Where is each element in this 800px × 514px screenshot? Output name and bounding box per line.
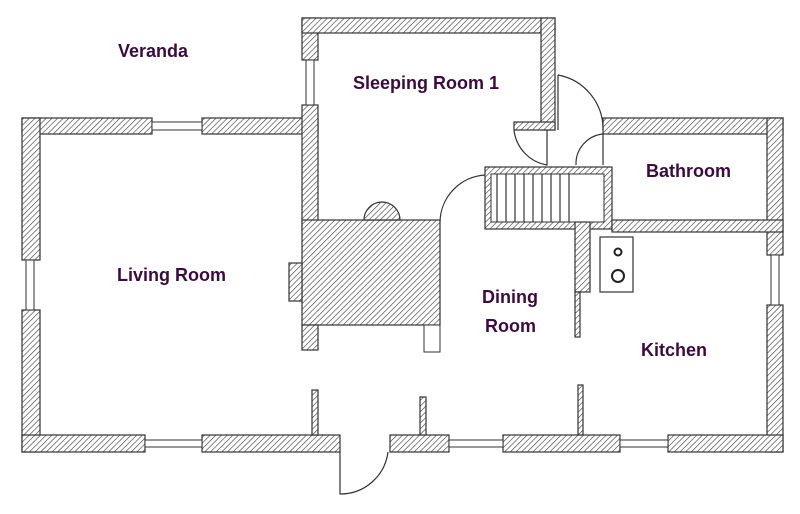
- stove: [599, 236, 634, 293]
- room-label-living-room: Living Room: [117, 265, 226, 285]
- room-label-kitchen: Kitchen: [641, 340, 708, 360]
- staircase: [484, 166, 613, 230]
- room-label-dining-line1: Dining: [482, 287, 538, 307]
- room-label-sleeping-room-1: Sleeping Room 1: [353, 73, 500, 93]
- exterior-walls: [21, 17, 784, 453]
- windows: [25, 59, 780, 448]
- door-swings: [339, 74, 604, 495]
- room-label-veranda: Veranda: [118, 41, 189, 61]
- fireplace: [288, 201, 441, 353]
- interior-walls: [311, 219, 784, 436]
- room-label-dining-line2: Room: [485, 316, 536, 336]
- room-label-bathroom: Bathroom: [646, 161, 731, 181]
